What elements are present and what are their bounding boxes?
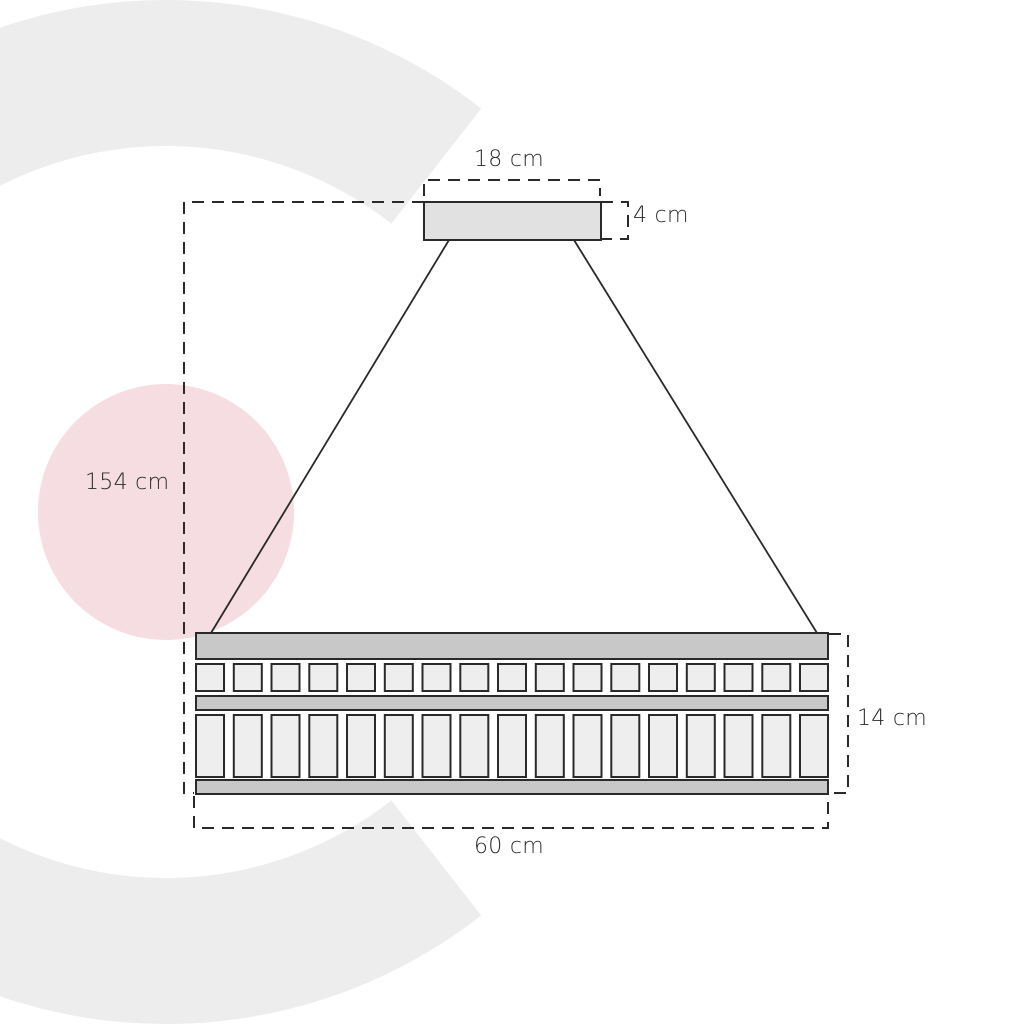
canopy-width-label: 18 cm (474, 147, 545, 172)
tall-cell (497, 714, 527, 778)
short-cell (534, 663, 565, 692)
dimension-lines (183, 179, 849, 829)
top-bar (195, 632, 829, 660)
short-cell (195, 663, 225, 692)
short-cell (799, 663, 829, 692)
tall-cell (421, 714, 452, 778)
bottom-bar (195, 779, 829, 795)
canopy-height-label: 4 cm (633, 203, 689, 228)
short-cell (346, 663, 376, 692)
tall-cell-row (195, 714, 829, 778)
tall-cell (270, 714, 301, 778)
body-width-label: 60 cm (474, 834, 545, 859)
right-wire (573, 239, 818, 634)
total-drop-dimension (183, 201, 424, 794)
tall-cell (459, 714, 490, 778)
short-cell (497, 663, 527, 692)
tall-cell (610, 714, 641, 778)
tall-cell (195, 714, 225, 778)
short-cell (685, 663, 716, 692)
canopy-width-dimension (423, 179, 601, 196)
tall-cell (383, 714, 414, 778)
short-cell (761, 663, 792, 692)
short-cell (610, 663, 641, 692)
short-cell (572, 663, 603, 692)
short-cell (723, 663, 754, 692)
short-cell (383, 663, 414, 692)
tall-cell (799, 714, 829, 778)
short-cell-row (195, 663, 829, 692)
short-cell (308, 663, 339, 692)
tall-cell (232, 714, 263, 778)
tall-cell (685, 714, 716, 778)
ceiling-canopy (423, 201, 602, 241)
accent-circle (38, 384, 294, 640)
short-cell (421, 663, 452, 692)
short-cell (459, 663, 490, 692)
short-cell (270, 663, 301, 692)
tall-cell (761, 714, 792, 778)
background-ring (0, 0, 482, 1024)
short-cell (648, 663, 678, 692)
body-width-dimension (193, 796, 829, 829)
tall-cell (572, 714, 603, 778)
canopy-height-dimension (601, 201, 629, 240)
tall-cell (308, 714, 339, 778)
body-height-dimension (829, 633, 849, 794)
tall-cell (346, 714, 376, 778)
left-wire (210, 239, 450, 634)
total-drop-label: 154 cm (85, 470, 170, 495)
tall-cell (648, 714, 678, 778)
body-height-label: 14 cm (857, 706, 928, 731)
tall-cell (723, 714, 754, 778)
lamp-body (195, 632, 829, 795)
mid-bar (195, 695, 829, 711)
tall-cell (534, 714, 565, 778)
short-cell (232, 663, 263, 692)
